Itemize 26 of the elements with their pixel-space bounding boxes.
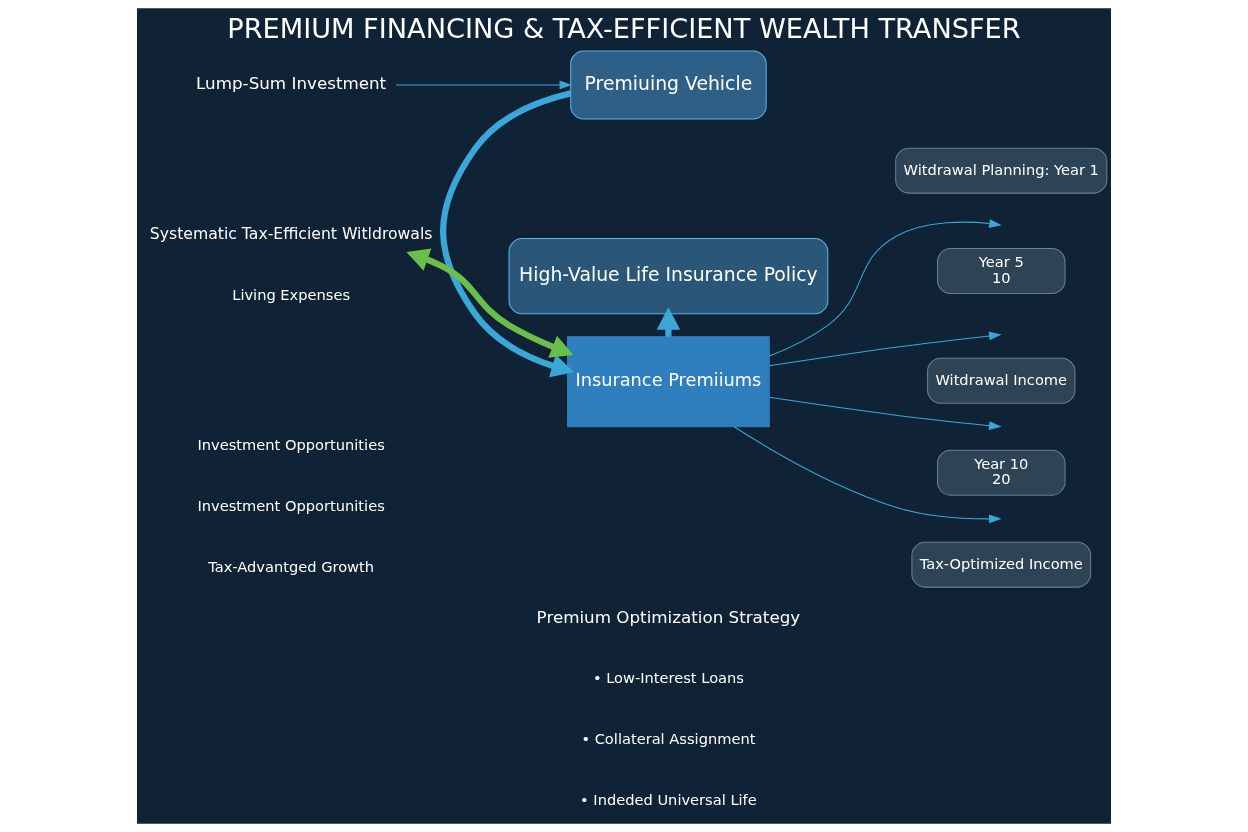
label: Premium Optimization Strategy bbox=[536, 606, 801, 627]
node-box: Premiuing Vehicle bbox=[570, 50, 767, 120]
label: • Low-Interest Loans bbox=[592, 669, 744, 687]
node-box: Tax-Optimized Income bbox=[911, 541, 1092, 588]
arrow bbox=[768, 396, 1002, 430]
arrow bbox=[733, 426, 1002, 524]
label: Living Expenses bbox=[232, 285, 351, 303]
arrow bbox=[395, 80, 573, 90]
label: • Indeded Universal Life bbox=[580, 790, 757, 808]
node-box: Witdrawal Income bbox=[927, 357, 1076, 404]
label: Investment Opportunities bbox=[197, 436, 385, 454]
node-text: Lump-Sum Investment bbox=[196, 72, 387, 93]
node-box: Insurance Premiiums bbox=[567, 336, 770, 428]
node-box: Year 10 20 bbox=[937, 449, 1066, 496]
arrow bbox=[768, 331, 1002, 367]
diagram-title: PREMIUM FINANCING & TAX-EFFICIENT WEALTH TRANSFER bbox=[227, 13, 1021, 45]
node-box: High-Value Life Insurance Policy bbox=[508, 238, 829, 315]
node-box: Witdrawal Planning: Year 1 bbox=[895, 147, 1108, 194]
arrow bbox=[768, 219, 1002, 357]
label: Investment Opportunities bbox=[197, 497, 385, 515]
arrow bbox=[440, 90, 574, 378]
arrow bbox=[406, 248, 574, 358]
label: • Collateral Assignment bbox=[581, 730, 756, 748]
node-text: Systematic Tax-Efficient Witldrowals bbox=[149, 224, 433, 244]
node-box: Year 5 10 bbox=[937, 248, 1066, 294]
label: Tax-Advantged Growth bbox=[208, 557, 375, 575]
